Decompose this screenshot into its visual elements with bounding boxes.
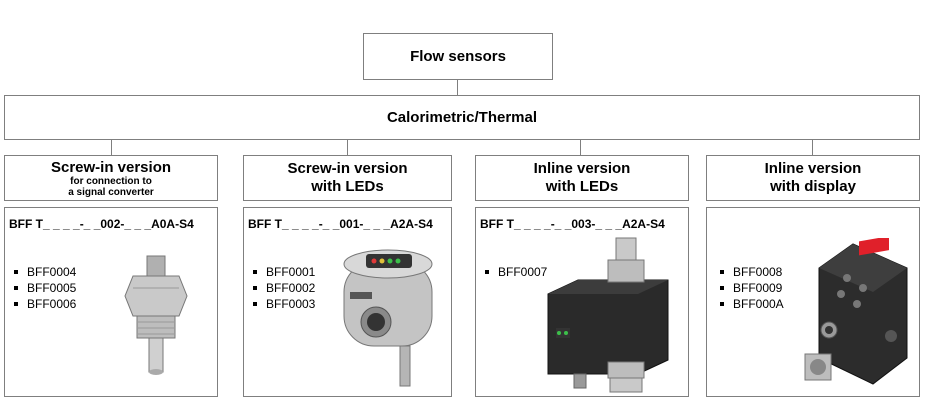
column-3-code: BFF T_ _ _ _-_ _003-_ _ _A2A-S4	[480, 217, 665, 231]
column-2-code: BFF T_ _ _ _-_ _001-_ _ _A2A-S4	[248, 217, 433, 231]
column-1-header: Screw-in version for connection to a sig…	[4, 155, 218, 201]
category-label: Calorimetric/Thermal	[386, 109, 538, 126]
list-item: BFF0008	[717, 264, 784, 280]
column-3-list: BFF0007	[482, 264, 547, 280]
column-3-title-2: with LEDs	[545, 178, 619, 195]
column-4-title-1: Inline version	[764, 160, 862, 177]
list-item: BFF0004	[11, 264, 76, 280]
column-4-title-2: with display	[770, 178, 856, 195]
screw-in-led-sensor-image	[343, 249, 433, 387]
column-3-header: Inline version with LEDs	[475, 155, 689, 201]
connector-col2	[347, 139, 348, 155]
column-2-title-2: with LEDs	[311, 178, 384, 195]
column-3-body: BFF T_ _ _ _-_ _003-_ _ _A2A-S4 BFF0007	[475, 207, 689, 397]
inline-led-sensor-image	[547, 237, 669, 393]
root-label: Flow sensors	[410, 48, 506, 65]
connector-col3	[580, 139, 581, 155]
column-2-title-1: Screw-in version	[287, 160, 408, 177]
connector-root	[457, 79, 458, 96]
column-4-header: Inline version with display	[706, 155, 920, 201]
column-3-title-1: Inline version	[533, 160, 631, 177]
screw-in-sensor-image	[124, 255, 188, 375]
category-box: Calorimetric/Thermal	[4, 95, 920, 140]
list-item: BFF0003	[250, 296, 315, 312]
connector-col4	[812, 139, 813, 155]
column-1-body: BFF T_ _ _ _-_ _002-_ _ _A0A-S4 BFF0004 …	[4, 207, 218, 397]
root-box: Flow sensors	[363, 33, 553, 80]
column-2-body: BFF T_ _ _ _-_ _001-_ _ _A2A-S4 BFF0001 …	[243, 207, 452, 397]
list-item: BFF0006	[11, 296, 76, 312]
column-1-code: BFF T_ _ _ _-_ _002-_ _ _A0A-S4	[9, 217, 194, 231]
column-1-subtitle-2: a signal converter	[68, 186, 154, 198]
column-4-list: BFF0008 BFF0009 BFF000A	[717, 264, 784, 312]
column-2-header: Screw-in version with LEDs	[243, 155, 452, 201]
list-item: BFF0007	[482, 264, 547, 280]
column-4-body: BFF0008 BFF0009 BFF000A	[706, 207, 920, 397]
column-1-list: BFF0004 BFF0005 BFF0006	[11, 264, 76, 312]
column-1-title: Screw-in version	[50, 158, 172, 176]
column-2-list: BFF0001 BFF0002 BFF0003	[250, 264, 315, 312]
column-1-subtitle-1: for connection to	[70, 175, 152, 187]
connector-col1	[111, 139, 112, 155]
list-item: BFF000A	[717, 296, 784, 312]
list-item: BFF0002	[250, 280, 315, 296]
list-item: BFF0001	[250, 264, 315, 280]
list-item: BFF0009	[717, 280, 784, 296]
list-item: BFF0005	[11, 280, 76, 296]
inline-display-sensor-image	[804, 238, 908, 385]
